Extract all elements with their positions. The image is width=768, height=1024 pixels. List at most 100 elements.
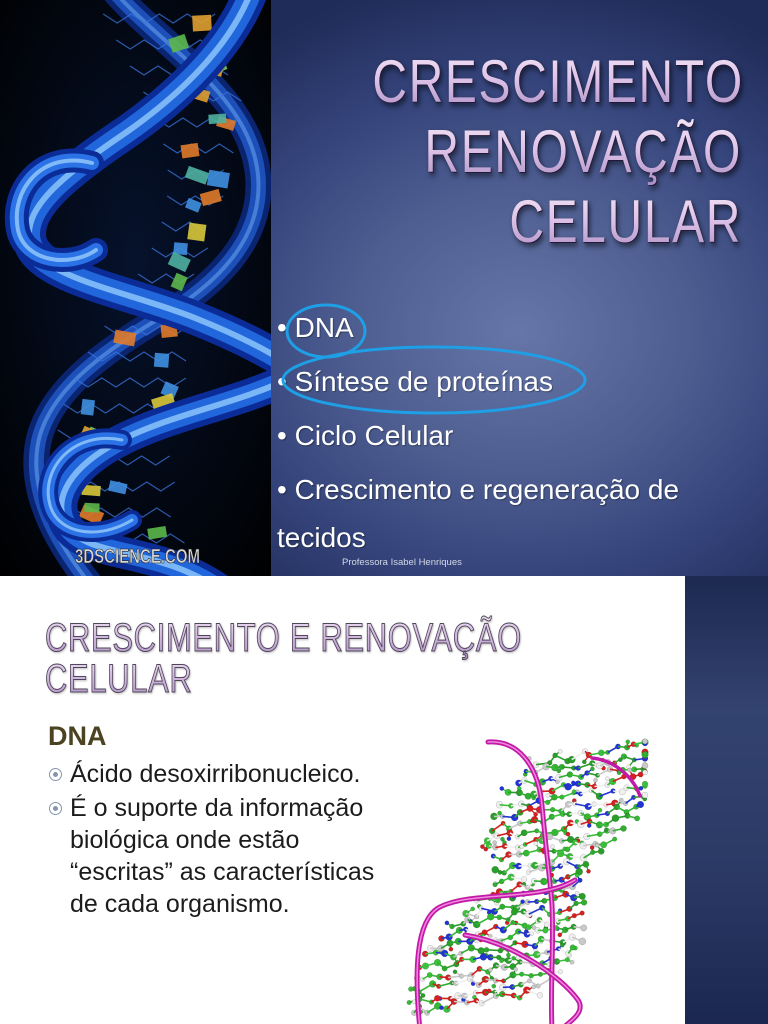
helix-base-block [187,222,207,242]
helix-base-block [208,113,227,125]
helix-base-block [173,242,188,256]
helix-base-block [147,525,168,540]
dna-atom [642,738,648,745]
slide-2-title: CRESCIMENTO E RENOVAÇÃO CELULAR [45,616,664,700]
dna-atom [506,836,512,842]
dna-atom [559,942,565,948]
title-line: CELULAR [372,187,742,257]
dna-atom [467,944,475,952]
bullet-item-ciclo: • Ciclo Celular [277,412,737,460]
dna-atom [589,760,596,767]
dna-atom [533,950,541,959]
helix-base-block [80,398,96,416]
title-line: CRESCIMENTO E RENOVAÇÃO [45,616,522,660]
dna-atom [627,767,632,773]
dna-atom [641,791,649,799]
dna-atom [580,924,588,932]
helix-base-block [113,329,137,347]
slide-footer: Professora Isabel Henriques [342,557,462,568]
dna-atom [641,751,649,759]
dna-atom [519,844,525,850]
dna-ball-and-stick-model-image [406,738,649,1024]
dna-atom [513,967,518,972]
dna-atom [638,785,644,791]
bullet-item: Ácido desoxirribonucleico. [48,758,390,790]
dna-atom [569,959,575,965]
bullet-dot: • [277,420,287,451]
dna-atom [590,766,595,772]
circled-dot-icon [49,802,62,815]
dna-atom [492,840,497,845]
slide-1: 3DSCIENCE.COM CRESCIMENTO E RENOVAÇÃO CE… [0,0,768,576]
helix-base-block [81,484,101,497]
bullet-text: Síntese de proteínas [294,366,553,397]
dna-atom [557,748,563,754]
dna-atom [577,877,583,883]
dna-atom [536,992,544,999]
dna-atom [506,952,511,958]
bullet-text: Ciclo Celular [294,420,454,451]
dna-atom [530,815,539,824]
dna-atom [470,906,476,912]
bullet-dot: • [277,366,287,397]
helix-base-block [170,272,188,292]
dna-atom [600,841,608,849]
bullet-item-dna: • DNA [277,304,737,352]
dna-atom [533,841,539,846]
dna-atom [571,789,577,794]
dna-atom [499,786,505,791]
dna-atom [570,780,576,786]
dna-atom [444,920,450,926]
dna-bond [491,822,504,832]
bullet-dot: • [277,312,287,343]
dna-atom [569,944,576,951]
dna-atom [556,768,562,774]
dna-atom [485,842,493,849]
dna-atom [533,812,538,817]
dna-atom [491,983,497,989]
helix-base-block [184,165,210,185]
dna-atom [550,844,555,849]
dna-atom [578,892,586,900]
title-line: CRESCIMENTO E [372,48,768,115]
dna-atom [634,815,641,822]
dna-atom [609,777,617,786]
dna-model-backbone [414,739,642,1024]
helix-base-block [84,502,100,513]
helix-base-block [153,352,170,368]
dna-atom [487,967,493,973]
dna-bond [438,982,453,988]
bullet-text: Ácido desoxirribonucleico. [70,760,361,788]
dna-atom [478,1000,485,1007]
dna-atom [641,780,649,788]
slide-2: CRESCIMENTO E RENOVAÇÃO CELULAR DNA Ácid… [0,576,768,1024]
bullet-item-sintese: • Síntese de proteínas [277,358,737,406]
dna-atom [497,810,502,816]
dna-atom [545,793,551,798]
slide-2-bullet-list: Ácido desoxirribonucleico. É o suporte d… [48,758,390,922]
dna-atom [499,958,504,964]
dna-atom [574,873,580,878]
dna-atom [597,807,603,813]
helix-base-block [206,169,230,189]
helix-base-block [184,197,202,213]
helix-base-block [180,142,200,159]
bullet-dot: • [277,474,287,505]
slide-1-title: CRESCIMENTO E RENOVAÇÃO CELULAR [280,47,768,257]
helix-base-block [199,188,222,207]
dna-atom [596,762,604,770]
dna-atom [642,769,648,776]
dna-atom [516,809,524,816]
dna-atom [564,957,570,963]
helix-front-strands [4,0,271,576]
dna-atom [558,876,565,883]
dna-atom [625,739,631,745]
dna-atom [579,854,588,862]
dna-atom [448,946,454,952]
dna-atom [523,986,531,994]
dna-atom [522,849,530,857]
dna-atom [500,836,505,842]
dna-atom [589,845,595,850]
dna-atom [476,965,483,972]
bullet-text: Crescimento e regeneração de tecidos [277,474,680,553]
